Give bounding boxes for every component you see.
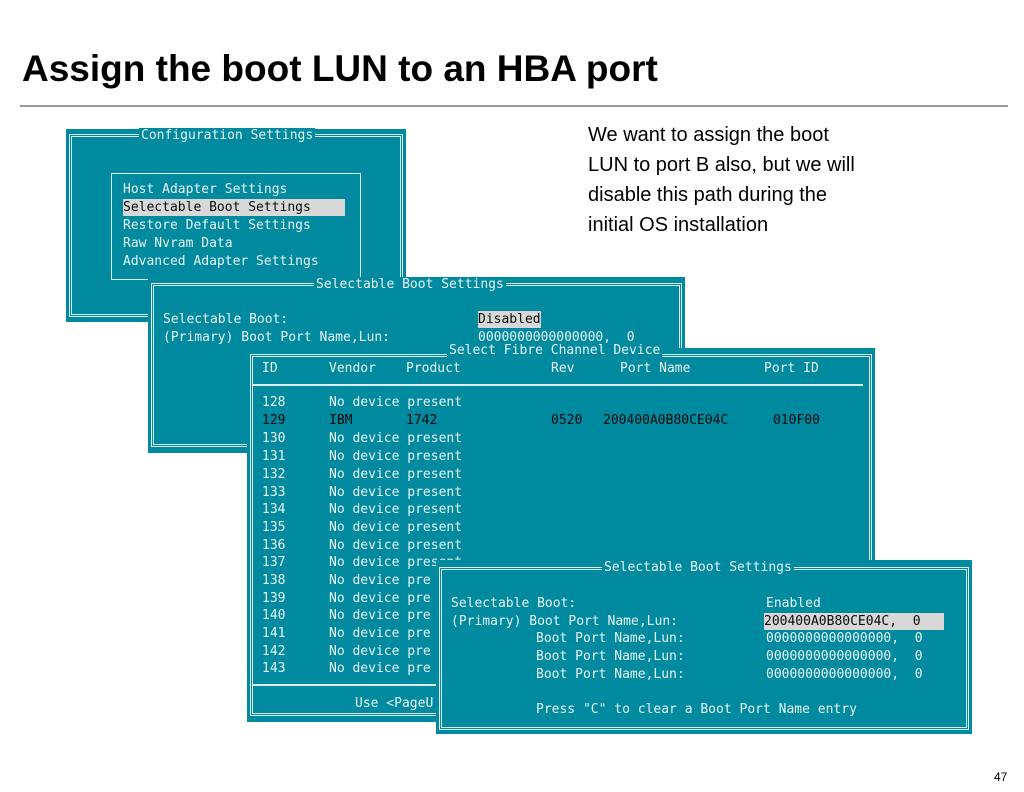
column-header-rev: Rev: [551, 361, 575, 376]
device-vendor: No device present: [329, 467, 463, 482]
device-id: 132: [262, 467, 286, 482]
device-id: 131: [262, 449, 286, 464]
primary-boot-port-value[interactable]: 200400A0B80CE04C, 0: [764, 613, 944, 630]
title-rule: [20, 105, 1008, 107]
device-vendor: IBM: [329, 413, 353, 428]
device-id: 139: [262, 591, 286, 606]
configuration-settings-window: Configuration Settings Host Adapter Sett…: [66, 128, 406, 322]
device-product: 1742: [406, 413, 438, 428]
menu-item-restore-default-settings[interactable]: Restore Default Settings: [123, 218, 311, 233]
device-id: 129: [262, 413, 286, 428]
device-id: 141: [262, 626, 286, 641]
device-id: 137: [262, 555, 286, 570]
device-id: 143: [262, 661, 286, 676]
page-number: 47: [994, 770, 1008, 784]
note-line: initial OS installation: [588, 214, 769, 236]
window-title: Selectable Boot Settings: [602, 560, 794, 575]
device-id: 136: [262, 538, 286, 553]
device-vendor: No device pre: [329, 573, 431, 588]
device-id: 140: [262, 608, 286, 623]
selectable-boot-settings-window-enabled: Selectable Boot Settings Selectable Boot…: [436, 560, 972, 734]
selectable-boot-label: Selectable Boot:: [163, 312, 289, 327]
table-row[interactable]: 128: [262, 394, 285, 411]
device-id: 142: [262, 644, 286, 659]
slide-title: Assign the boot LUN to an HBA port: [22, 48, 658, 89]
device-vendor: No device pre: [329, 661, 431, 676]
device-vendor: No device present: [329, 485, 463, 500]
column-header-id: ID: [262, 361, 278, 376]
device-id: 133: [262, 485, 286, 500]
device-id: 135: [262, 520, 286, 535]
clear-entry-hint: Press "C" to clear a Boot Port Name entr…: [536, 702, 857, 717]
device-rev: 0520: [551, 413, 583, 428]
primary-boot-port-label: (Primary) Boot Port Name,Lun:: [451, 614, 678, 629]
window-title: Selectable Boot Settings: [314, 277, 506, 292]
column-header-vendor: Vendor: [329, 361, 376, 376]
column-header-product: Product: [406, 361, 461, 376]
menu-item-raw-nvram-data[interactable]: Raw Nvram Data: [123, 236, 233, 251]
boot-port-label: Boot Port Name,Lun:: [536, 667, 685, 682]
selectable-boot-value[interactable]: Enabled: [766, 596, 821, 611]
primary-boot-port-value[interactable]: 0000000000000000, 0: [478, 330, 635, 345]
primary-boot-port-label: (Primary) Boot Port Name,Lun:: [163, 330, 390, 345]
device-vendor: No device present: [329, 431, 463, 446]
menu-item-host-adapter-settings[interactable]: Host Adapter Settings: [123, 182, 288, 197]
selectable-boot-value[interactable]: Disabled: [478, 311, 541, 328]
device-vendor: No device pre: [329, 626, 431, 641]
boot-port-value[interactable]: 0000000000000000, 0: [766, 649, 923, 664]
boot-port-value[interactable]: 0000000000000000, 0: [766, 631, 923, 646]
device-id: 138: [262, 573, 286, 588]
device-port-name: 200400A0B80CE04C: [603, 413, 729, 428]
menu-item-selectable-boot-settings[interactable]: Selectable Boot Settings: [123, 199, 345, 216]
selectable-boot-label: Selectable Boot:: [451, 596, 577, 611]
device-vendor: No device pre: [329, 644, 431, 659]
device-vendor: No device present: [329, 538, 463, 553]
note-line: disable this path during the: [588, 184, 828, 206]
slide-note: We want to assign the boot LUN to port B…: [588, 120, 968, 240]
window-title: Configuration Settings: [139, 128, 316, 143]
boot-port-value[interactable]: 0000000000000000, 0: [766, 667, 923, 682]
device-id: 130: [262, 431, 286, 446]
window-title: Select Fibre Channel Device: [447, 343, 663, 358]
device-port-id: 010F00: [773, 413, 820, 428]
boot-port-label: Boot Port Name,Lun:: [536, 631, 685, 646]
footer-hint: Use <PageU: [355, 696, 434, 711]
column-header-port-id: Port ID: [764, 361, 819, 376]
column-header-port-name: Port Name: [620, 361, 691, 376]
device-vendor: No device pre: [329, 591, 431, 606]
note-line: LUN to port B also, but we will: [588, 154, 855, 176]
header-divider: [253, 384, 863, 386]
device-vendor: No device pre: [329, 608, 431, 623]
device-id: 128: [262, 395, 286, 410]
device-vendor: No device present: [329, 502, 463, 517]
device-id: 134: [262, 502, 286, 517]
device-vendor: No device present: [329, 395, 463, 410]
device-vendor: No device present: [329, 449, 463, 464]
boot-port-label: Boot Port Name,Lun:: [536, 649, 685, 664]
device-vendor: No device present: [329, 520, 463, 535]
menu-item-advanced-adapter-settings[interactable]: Advanced Adapter Settings: [123, 254, 319, 269]
note-line: We want to assign the boot: [588, 124, 829, 146]
